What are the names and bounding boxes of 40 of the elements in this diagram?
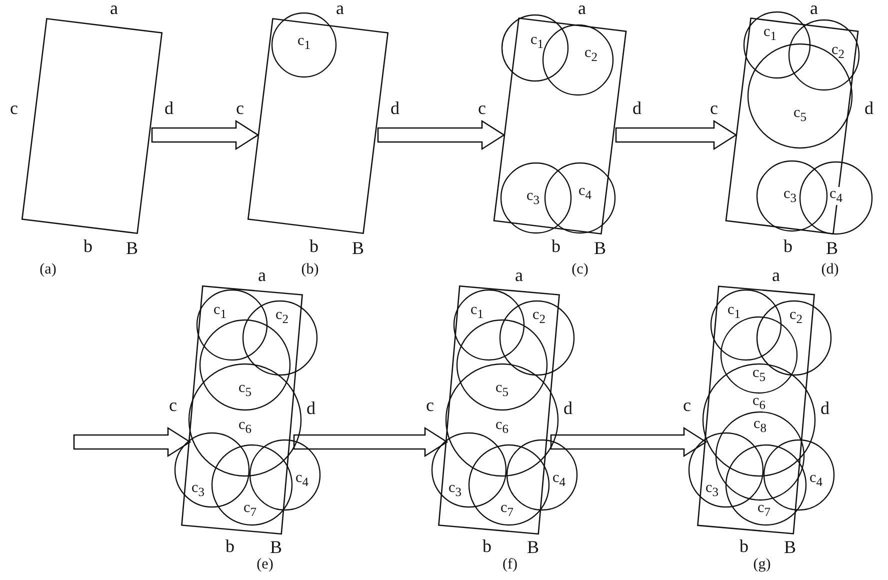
side-label: B [594,239,606,257]
circle [499,300,575,376]
side-label: b [740,537,748,555]
block-arrow [293,426,448,458]
panel-caption: (b) [301,262,319,278]
block-arrow [550,426,708,458]
side-label: b [784,237,792,255]
side-label: d [390,99,400,117]
panel-caption: (g) [753,558,771,572]
side-label: d [632,99,642,117]
side-label: b [482,537,492,555]
side-label: d [164,99,174,117]
circle [799,161,873,235]
side-label: B [784,538,796,556]
block-arrow [377,120,506,150]
panel-caption: (e) [256,558,274,572]
panel-caption: (c) [572,262,588,278]
side-label: B [270,538,282,556]
circle [242,300,318,376]
side-label: b [310,237,318,255]
side-label: b [226,537,234,555]
block-arrow [151,120,260,150]
panel-caption: (a) [40,262,56,278]
circle-label: c$_{4}$ [828,187,844,205]
side-label: B [826,239,838,257]
side-label: B [126,239,138,257]
side-label: d [564,399,572,417]
circle [743,11,811,79]
side-label: B [527,538,539,556]
block-arrow [615,120,738,150]
side-label: d [820,399,830,417]
side-label: b [84,237,92,255]
side-label: d [306,399,316,417]
panel-caption: (d) [821,262,839,278]
side-label: b [552,237,560,255]
block-arrow [73,426,192,458]
side-label: d [864,99,874,117]
panel-caption: (f) [502,558,518,572]
side-label: B [352,239,364,257]
circle [271,12,337,78]
